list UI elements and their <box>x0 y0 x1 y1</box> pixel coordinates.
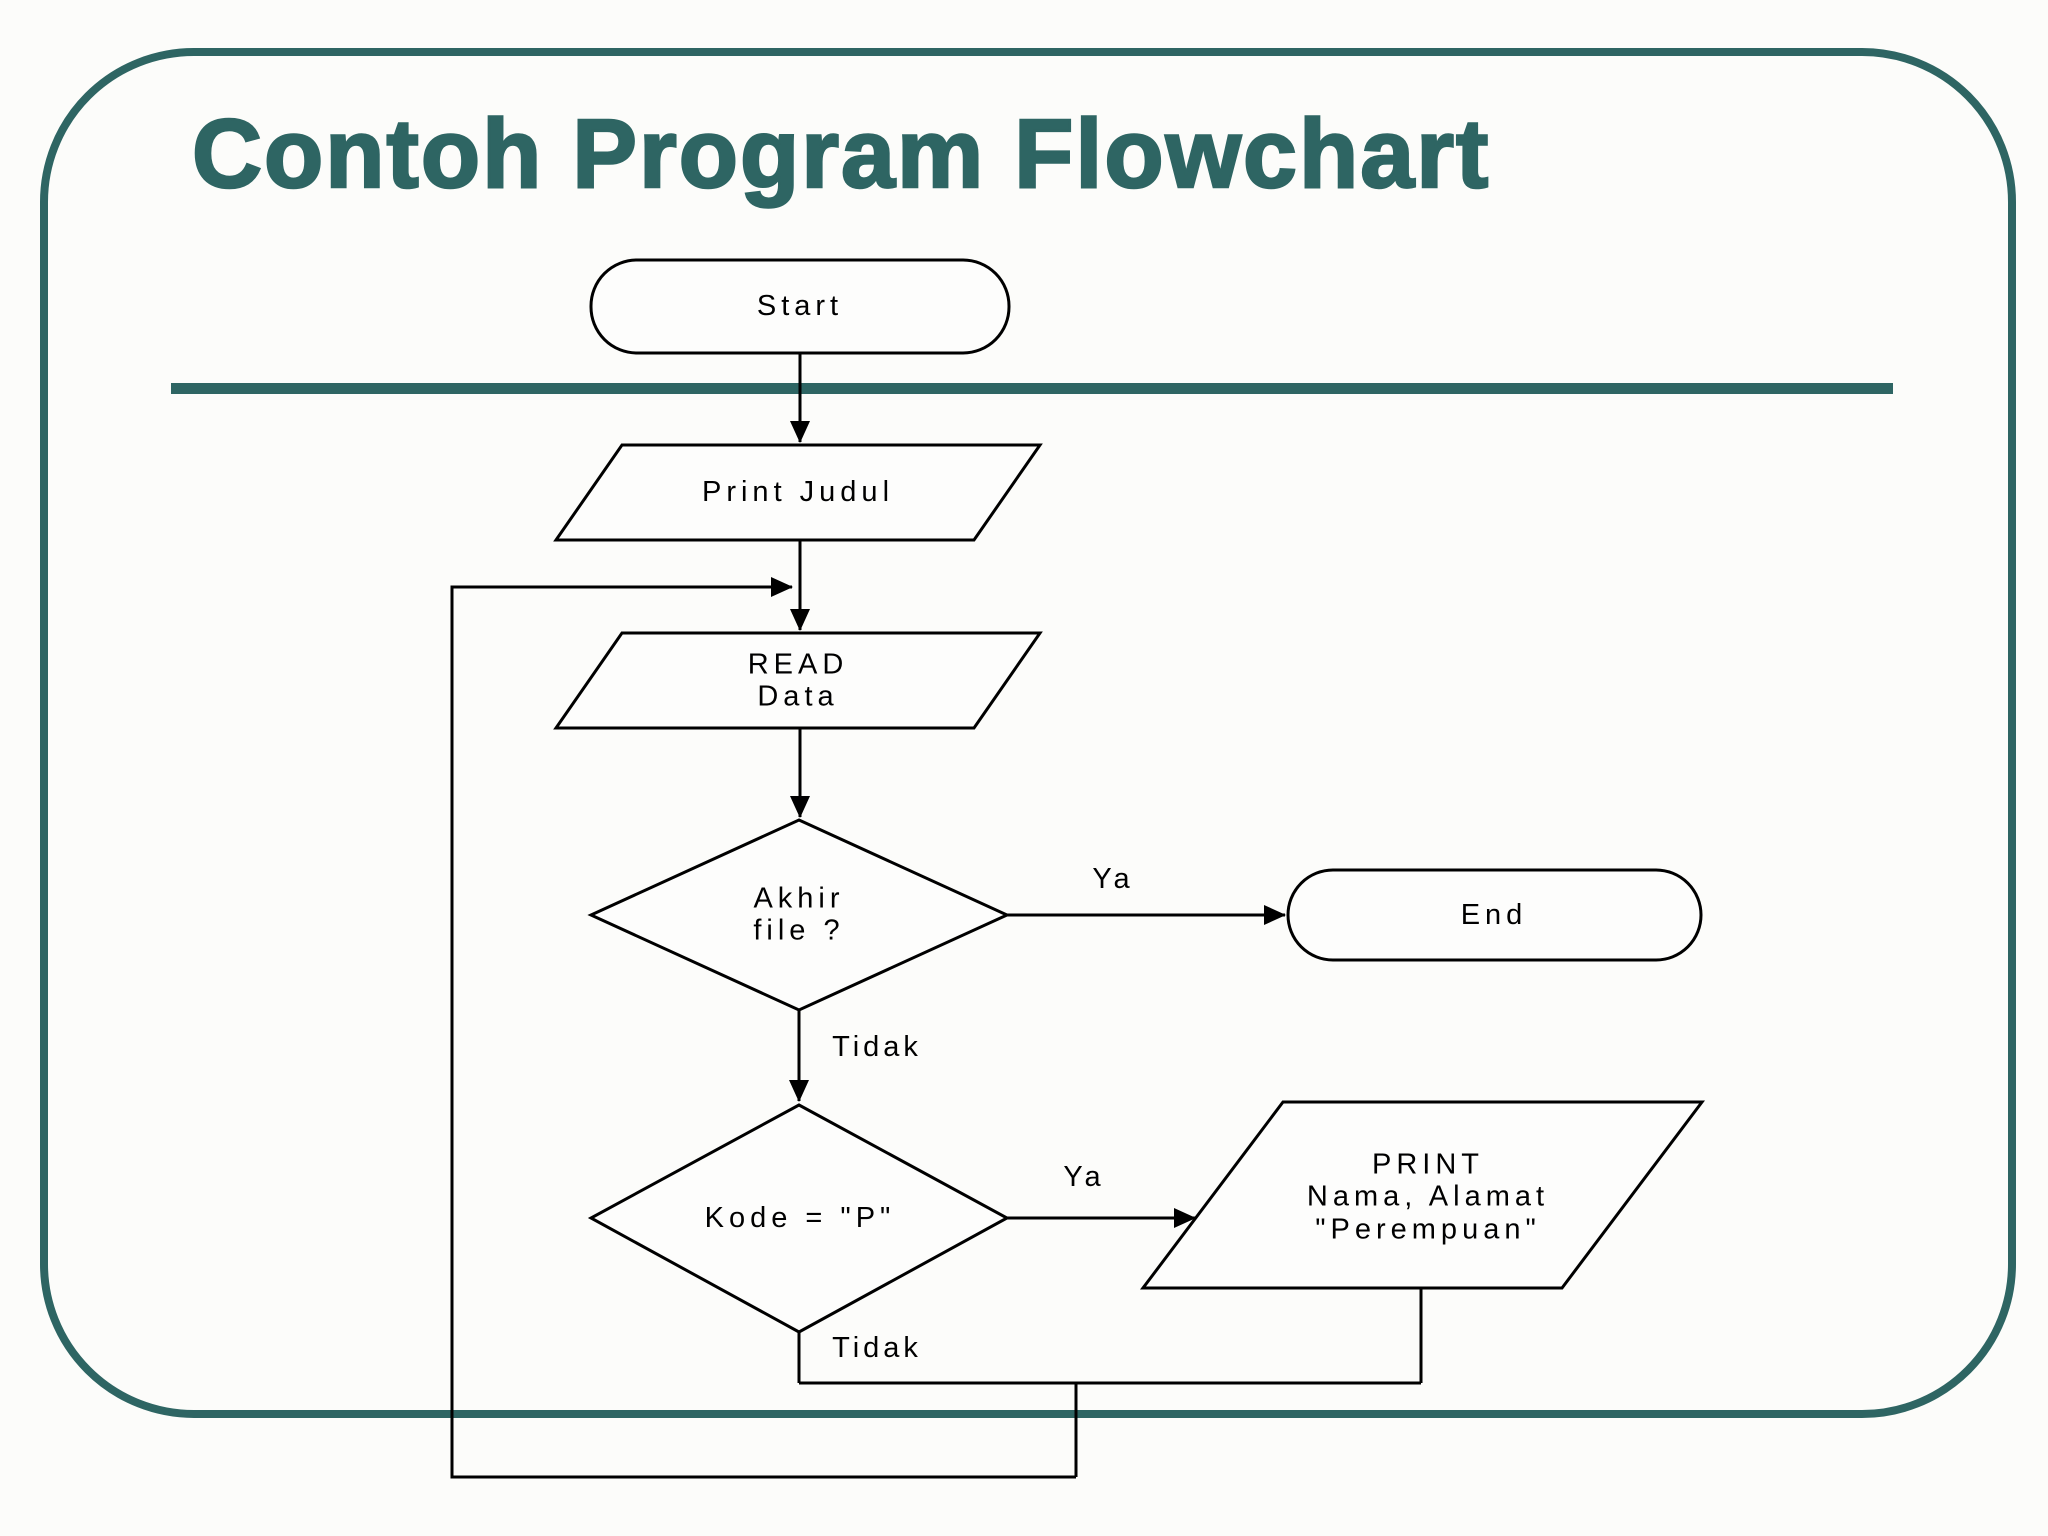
title-divider-rule <box>171 383 1893 394</box>
connector-loop-return <box>450 577 1076 1479</box>
node-end-shape <box>1286 868 1703 962</box>
node-kode-p-label: Kode = "P" <box>704 1201 896 1234</box>
node-start-label: Start <box>756 289 844 322</box>
edge-label-kode-p-yes: Ya <box>1063 1160 1105 1193</box>
page-title: Contoh Program Flowchart <box>191 98 1491 210</box>
node-akhir-file-shape <box>587 818 1011 1012</box>
node-print-nama-shape <box>1139 1100 1706 1290</box>
slide-border <box>40 48 2016 1418</box>
node-print-judul-shape <box>553 443 1043 542</box>
node-read-data-shape <box>553 631 1043 730</box>
node-print-nama-label: PRINT Nama, Alamat "Perempuan" <box>1306 1148 1550 1246</box>
node-start-shape <box>589 258 1011 355</box>
node-kode-p-shape <box>587 1103 1011 1334</box>
edge-label-akhir-file-no: Tidak <box>832 1030 922 1063</box>
node-akhir-file-label: Akhir file ? <box>753 882 845 947</box>
node-print-judul-label: Print Judul <box>701 475 895 508</box>
edge-label-akhir-file-yes: Ya <box>1092 862 1134 895</box>
edge-label-kode-p-no: Tidak <box>832 1331 922 1364</box>
node-read-data-label: READ Data <box>747 648 849 713</box>
node-end-label: End <box>1460 898 1528 931</box>
